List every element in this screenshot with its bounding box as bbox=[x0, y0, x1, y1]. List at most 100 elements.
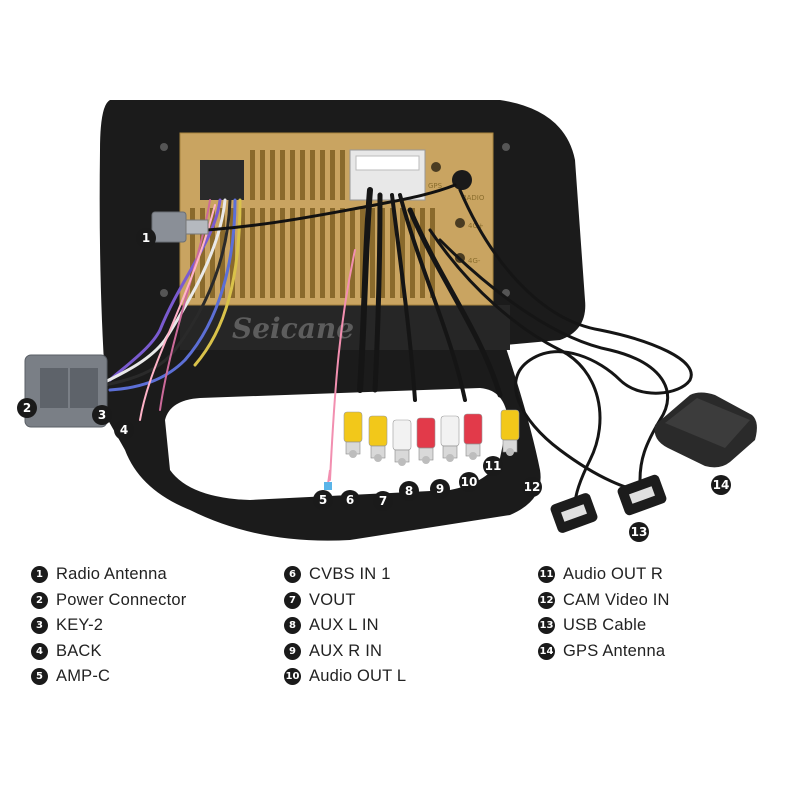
power-socket bbox=[200, 160, 244, 200]
cable bbox=[103, 198, 232, 387]
rca-plug-pin bbox=[349, 450, 357, 458]
callout-badge: 2 bbox=[17, 398, 37, 418]
callout-badge: 1 bbox=[136, 228, 156, 248]
rca-plug-pin bbox=[506, 448, 514, 456]
legend-item: 11 Audio OUT R bbox=[538, 562, 670, 588]
callout-badge: 9 bbox=[430, 479, 450, 499]
vent-slot bbox=[360, 208, 365, 298]
frame-cutout bbox=[165, 388, 508, 500]
vent-slot bbox=[190, 208, 195, 298]
legend-item: 10 Audio OUT L bbox=[284, 664, 406, 690]
port-4g-a-label: 4G+ bbox=[468, 222, 484, 230]
gps-port-label: GPS bbox=[428, 182, 443, 190]
vent-slot bbox=[230, 208, 235, 298]
rca-plugs bbox=[343, 409, 520, 466]
callout-badge-circle bbox=[340, 490, 360, 510]
callout-badge: 4 bbox=[114, 420, 134, 440]
usb-cable bbox=[428, 228, 602, 507]
legend-label: USB Cable bbox=[563, 616, 647, 635]
callout-badge-circle bbox=[522, 477, 542, 497]
callout-badge-circle bbox=[114, 420, 134, 440]
radio-antenna-plug bbox=[185, 219, 209, 235]
screw bbox=[160, 289, 168, 297]
screw bbox=[160, 143, 168, 151]
callout-number: 11 bbox=[485, 459, 502, 473]
radio-antenna-connector bbox=[151, 211, 187, 243]
rca-plug-body bbox=[440, 415, 460, 447]
legend-label: Radio Antenna bbox=[56, 565, 167, 584]
cable bbox=[173, 183, 457, 234]
rca-plug-body bbox=[343, 411, 363, 443]
head-unit-wiring-diagram: GPS RADIO 4G+ 4G- Seicane bbox=[17, 100, 757, 542]
legend-label: KEY-2 bbox=[56, 616, 104, 635]
radio-port bbox=[452, 170, 472, 190]
number-badge: 11 bbox=[538, 566, 555, 584]
callout-number: 10 bbox=[461, 475, 478, 489]
vent-slot bbox=[250, 150, 255, 200]
rca-plug-body bbox=[463, 413, 483, 445]
number-badge: 10 bbox=[284, 668, 301, 686]
legend-label: BACK bbox=[56, 641, 102, 660]
cable bbox=[372, 192, 383, 393]
vent-slot bbox=[410, 208, 415, 298]
number-badge: 6 bbox=[284, 566, 301, 584]
usb-port bbox=[561, 504, 587, 522]
callout-badge-circle bbox=[430, 479, 450, 499]
vent-slot bbox=[260, 208, 265, 298]
legend-label: Audio OUT L bbox=[309, 667, 407, 686]
rca-plug-body bbox=[368, 415, 388, 447]
callout-badge: 7 bbox=[373, 491, 393, 511]
callout-badge-circle bbox=[629, 522, 649, 542]
vent-slot bbox=[250, 208, 255, 298]
rca-plug-pin bbox=[469, 452, 477, 460]
callout-number: 5 bbox=[319, 493, 327, 507]
legend-label: Power Connector bbox=[56, 590, 187, 609]
callout-badge-circle bbox=[373, 491, 393, 511]
legend-label: Audio OUT R bbox=[563, 565, 664, 584]
callout-badge-circle bbox=[313, 490, 333, 510]
vent-slot bbox=[280, 208, 285, 298]
callout-number: 3 bbox=[98, 408, 106, 422]
callout-badge: 6 bbox=[340, 490, 360, 510]
vent-slot bbox=[280, 150, 285, 200]
callout-number: 9 bbox=[436, 482, 444, 496]
callout-badge-circle bbox=[459, 472, 479, 492]
vent-slot bbox=[310, 208, 315, 298]
port-4g-b-label: 4G- bbox=[468, 257, 481, 265]
callout-number: 7 bbox=[379, 494, 387, 508]
callout-badge: 12 bbox=[522, 477, 542, 497]
cable bbox=[398, 193, 467, 402]
vent-slot bbox=[320, 150, 325, 200]
rca-plug-pin bbox=[374, 454, 382, 462]
number-badge: 14 bbox=[538, 642, 555, 660]
callout-badge-circle bbox=[17, 398, 37, 418]
number-badge: 2 bbox=[31, 591, 48, 609]
rca-plug-pin bbox=[446, 454, 454, 462]
callout-number: 1 bbox=[142, 231, 150, 245]
cable-bundle bbox=[103, 183, 693, 507]
callout-badge: 3 bbox=[92, 405, 112, 425]
amp-c-pin bbox=[324, 482, 332, 490]
vent-slot bbox=[200, 208, 205, 298]
legend-label: AUX R IN bbox=[309, 641, 383, 660]
rca-plug-body bbox=[416, 417, 436, 449]
main-socket-inner bbox=[355, 155, 420, 171]
vent-slot bbox=[260, 150, 265, 200]
mount-bracket bbox=[180, 305, 510, 350]
vent-slot bbox=[330, 150, 335, 200]
vent-slot bbox=[340, 150, 345, 200]
callout-number: 13 bbox=[631, 525, 648, 539]
vent-slot bbox=[330, 208, 335, 298]
callout-number: 2 bbox=[23, 401, 31, 415]
vent-slot bbox=[270, 150, 275, 200]
power-connector-slot bbox=[40, 368, 68, 408]
number-badge: 9 bbox=[284, 642, 301, 660]
callout-badge: 10 bbox=[459, 472, 479, 492]
rca-plug-body bbox=[500, 409, 520, 441]
vent-slot bbox=[310, 150, 315, 200]
